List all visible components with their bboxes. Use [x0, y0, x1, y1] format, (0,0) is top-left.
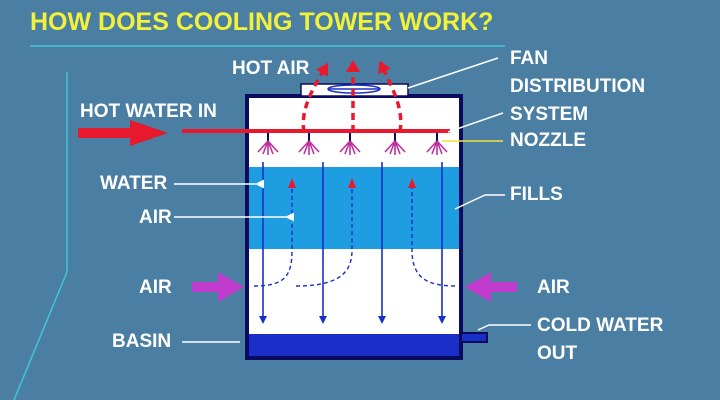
callout-lines [174, 57, 531, 343]
air-flow-path-1 [253, 180, 293, 287]
fan-label: FAN [510, 48, 548, 69]
hot-water-in-label: HOT WATER IN [80, 101, 217, 122]
air-flow-path-2 [295, 180, 353, 287]
cold-water-label-line1: COLD WATER [537, 315, 664, 336]
air-label-upper: AIR [139, 207, 172, 228]
fill-media [247, 167, 461, 249]
nozzle-2 [298, 133, 320, 155]
cold-water-label-line2: OUT [537, 343, 578, 364]
nozzle-label: NOZZLE [510, 130, 586, 151]
basin-label: BASIN [112, 331, 172, 352]
air-inlet-arrow-right [465, 272, 517, 302]
nozzle-5 [426, 133, 448, 155]
water-flow-arrows [259, 162, 446, 324]
nozzle-4 [384, 133, 406, 155]
hot-air-arrows [301, 60, 403, 133]
distribution-label-line2: SYSTEM [510, 104, 589, 125]
air-flow-path-3 [411, 180, 456, 287]
cooling-tower [245, 94, 488, 360]
cold-water-callout-line [477, 324, 531, 331]
fan-callout-line [407, 57, 499, 89]
nozzle-3 [339, 133, 361, 155]
air-head-3 [408, 178, 416, 188]
air-inlet-arrow-left [192, 272, 244, 302]
air-label-left: AIR [139, 277, 172, 298]
water-label: WATER [100, 173, 168, 194]
hot-water-in-arrow [78, 120, 168, 146]
nozzles [257, 133, 448, 155]
hot-air-label: HOT AIR [232, 58, 310, 79]
air-head-1 [288, 178, 296, 188]
nozzle-1 [257, 133, 279, 155]
decor-line-diagonal [13, 271, 68, 400]
fills-callout-line [454, 194, 505, 210]
air-flow-heads [288, 178, 416, 188]
hot-air-arrow-right [378, 60, 403, 133]
distribution-callout-line [447, 112, 504, 133]
cold-water-outlet-pipe [460, 332, 488, 343]
air-label-right: AIR [537, 277, 570, 298]
basin-water [247, 334, 461, 358]
distribution-label-line1: DISTRIBUTION [510, 76, 646, 97]
fills-label: FILLS [510, 184, 563, 205]
page-title: HOW DOES COOLING TOWER WORK? [30, 8, 494, 36]
hot-air-arrow-left [301, 62, 329, 133]
air-head-2 [348, 178, 356, 188]
air-flow-arrows [253, 180, 456, 287]
